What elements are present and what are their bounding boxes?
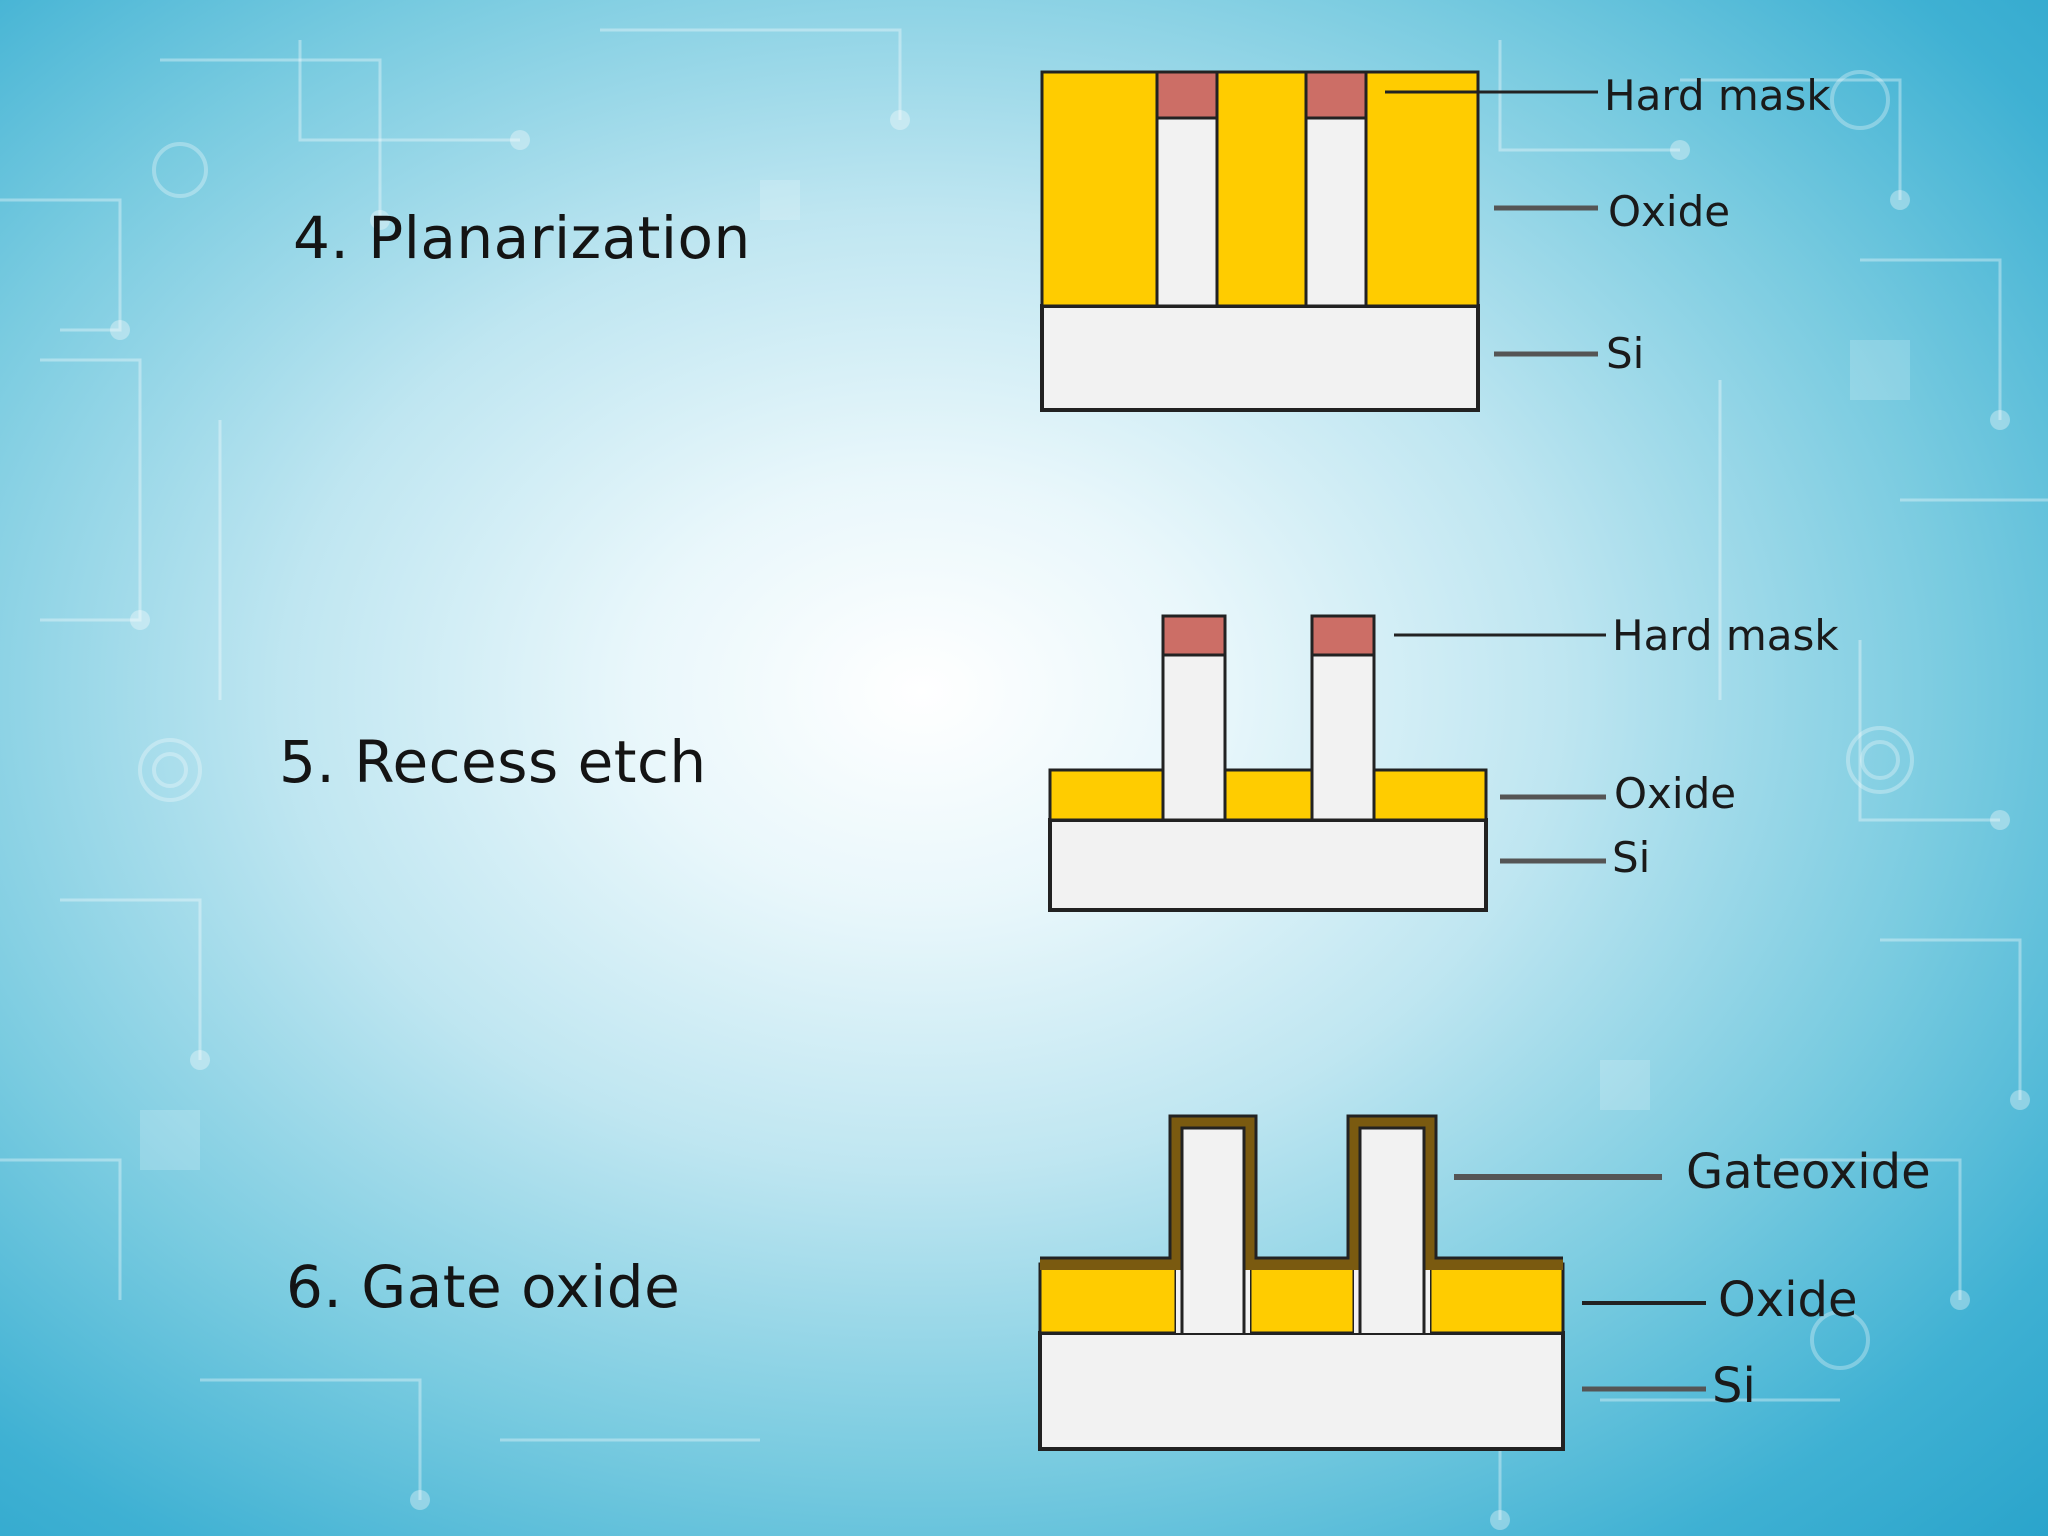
hard-mask-left	[1155, 70, 1219, 120]
label-si: Si	[1606, 329, 1644, 378]
label-hard-mask: Hard mask	[1612, 611, 1839, 660]
si-substrate	[1038, 1331, 1565, 1451]
oxide-middle	[1215, 70, 1308, 308]
step-title-gate-oxide: 6. Gate oxide	[286, 1253, 681, 1321]
gate-oxide-outline-inner	[1180, 1126, 1426, 1333]
label-hard-mask: Hard mask	[1604, 71, 1831, 120]
diagram-recess-etch: Hard mask Oxide Si	[1048, 611, 1839, 912]
label-oxide: Oxide	[1718, 1272, 1858, 1328]
oxide-right	[1372, 768, 1488, 822]
oxide-left	[1048, 768, 1165, 822]
oxide-middle	[1248, 1262, 1356, 1335]
si-fin-left	[1155, 116, 1219, 308]
step-title-recess-etch: 5. Recess etch	[279, 728, 707, 796]
diagram-gate-oxide: Gateoxide Oxide Si	[1038, 1114, 1931, 1451]
label-gate-oxide: Gateoxide	[1686, 1144, 1931, 1200]
gate-oxide-outline-outer	[1040, 1114, 1563, 1260]
oxide-right	[1364, 70, 1480, 308]
si-fin-right	[1310, 653, 1376, 822]
oxide-middle	[1223, 768, 1314, 822]
label-oxide: Oxide	[1608, 187, 1730, 236]
label-oxide: Oxide	[1614, 769, 1736, 818]
si-fin-right	[1354, 1122, 1430, 1333]
label-si: Si	[1712, 1358, 1756, 1414]
si-substrate	[1040, 304, 1480, 412]
step-title-planarization: 4. Planarization	[293, 204, 751, 272]
oxide-left	[1038, 1262, 1178, 1335]
diagram-planarization: Hard mask Oxide Si	[1040, 70, 1831, 412]
hard-mask-right	[1304, 70, 1368, 120]
oxide-right	[1428, 1262, 1565, 1335]
si-fin-left	[1176, 1122, 1250, 1333]
gate-oxide-layer	[1040, 1116, 1563, 1270]
oxide-left	[1040, 70, 1159, 308]
si-fin-right	[1304, 116, 1368, 308]
hard-mask-left	[1161, 614, 1227, 657]
label-si: Si	[1612, 833, 1650, 882]
si-substrate	[1048, 818, 1488, 912]
hard-mask-right	[1310, 614, 1376, 657]
si-fin-left	[1161, 653, 1227, 822]
